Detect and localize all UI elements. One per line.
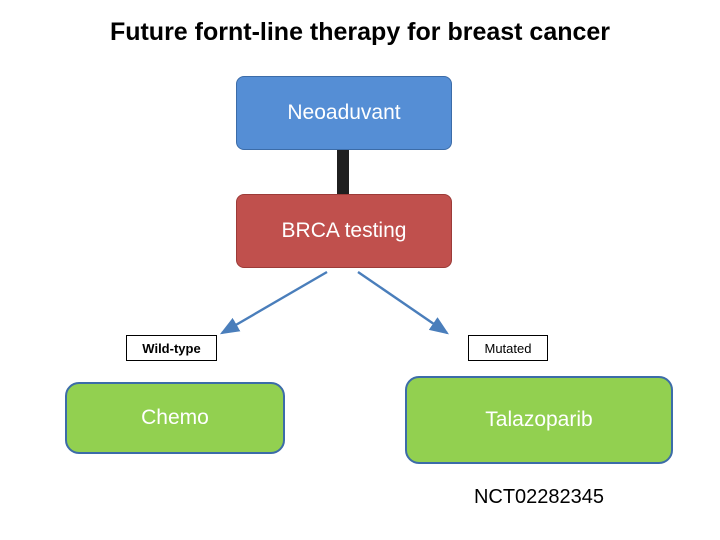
node-talazoparib-label: Talazoparib [485,408,593,431]
node-chemo-label: Chemo [141,406,209,429]
branch-label-wild-type-text: Wild-type [142,340,201,356]
node-chemo[interactable]: Chemo [65,382,285,454]
node-brca-testing[interactable]: BRCA testing [236,194,452,268]
node-brca-testing-label: BRCA testing [281,219,407,242]
branch-label-mutated-text: Mutated [484,340,532,356]
node-neoadjuvant-label: Neoaduvant [287,101,401,124]
node-talazoparib[interactable]: Talazoparib [405,376,673,464]
branch-label-wild-type: Wild-type [126,335,217,361]
branch-label-mutated: Mutated [468,335,548,361]
node-neoadjuvant[interactable]: Neoaduvant [236,76,452,150]
page-title: Future fornt-line therapy for breast can… [109,18,611,46]
trial-id-label: NCT02282345 [473,486,605,508]
connector-neoadjuvant-to-brca [337,150,349,194]
